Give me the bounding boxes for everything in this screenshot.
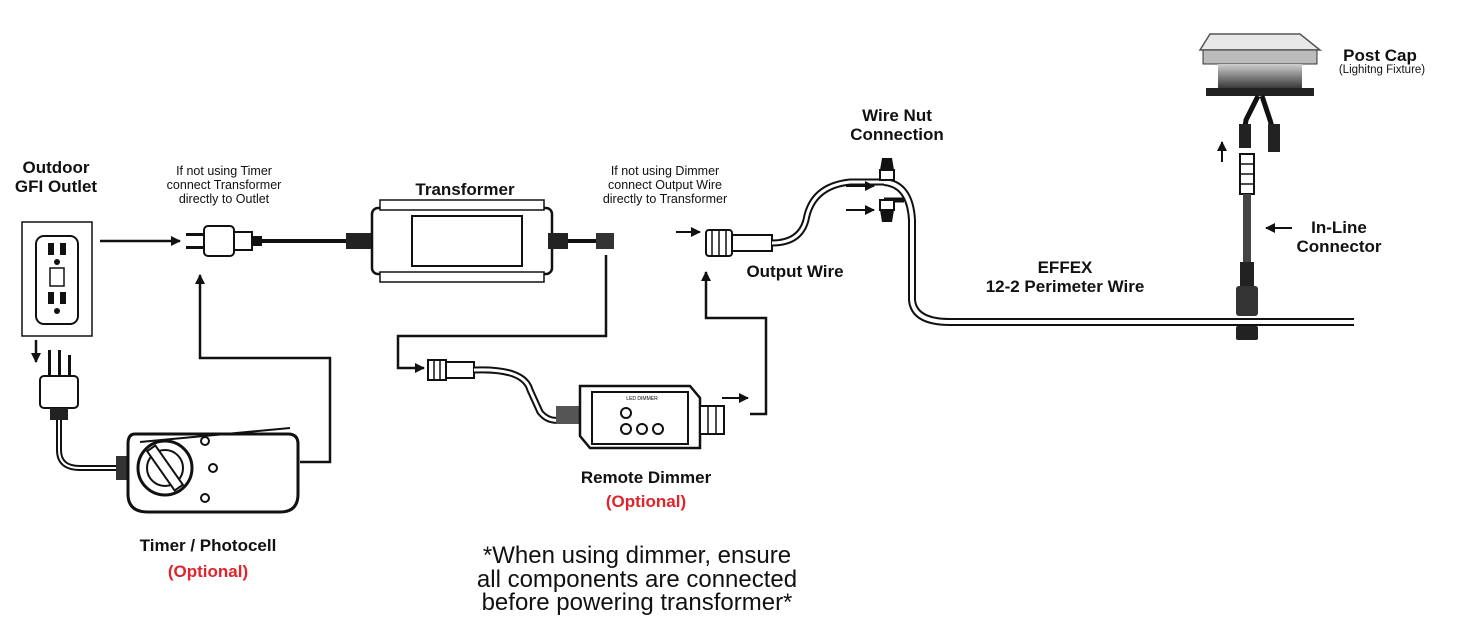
- dimmer-up-button-icon: [636, 423, 648, 435]
- gfi-outlet-icon: [21, 221, 93, 337]
- dimmer-power-button-icon: [620, 407, 632, 419]
- dimmer-panel-label: LED DIMMER: [626, 396, 658, 402]
- dimmer-bypass-note: If not using Dimmer connect Output Wire …: [602, 164, 728, 206]
- transformer-label: Transformer: [415, 180, 515, 199]
- remote-dimmer-optional: (Optional): [605, 492, 687, 511]
- timer-optional: (Optional): [167, 562, 249, 581]
- transformer-box-icon: [370, 199, 554, 283]
- outlet-plug-icon: [39, 350, 79, 420]
- wire-nut-icon: [879, 158, 895, 222]
- perimeter-wire-label: EFFEX 12-2 Perimeter Wire: [985, 258, 1145, 297]
- post-cap-sublabel: (Lighitng Fixture): [1338, 64, 1426, 76]
- dimmer-footnote: *When using dimmer, ensure all component…: [476, 542, 798, 617]
- connection-lines: [31, 236, 768, 464]
- remote-dimmer-icon: [427, 359, 475, 381]
- dimmer-down-button-icon: [652, 423, 664, 435]
- inline-connector-icon: [1236, 153, 1258, 340]
- wire-nut-label: Wire Nut Connection: [850, 106, 944, 145]
- timer-bypass-note: If not using Timer connect Transformer d…: [166, 164, 282, 206]
- output-wire-connector-icon: [705, 229, 773, 257]
- transformer-plug-icon: [186, 225, 262, 257]
- timer-photocell-icon: [116, 427, 300, 514]
- output-wire-label: Output Wire: [746, 262, 844, 281]
- post-cap-label: Post Cap: [1343, 46, 1417, 65]
- timer-photocell-label: Timer / Photocell: [139, 536, 277, 555]
- dimmer-minus-button-icon: [620, 423, 632, 435]
- inline-connector-label: In-Line Connector: [1296, 218, 1382, 257]
- outlet-label: Outdoor GFI Outlet: [14, 158, 98, 197]
- post-cap-light-icon: [1198, 33, 1323, 96]
- remote-dimmer-label: Remote Dimmer: [580, 468, 712, 487]
